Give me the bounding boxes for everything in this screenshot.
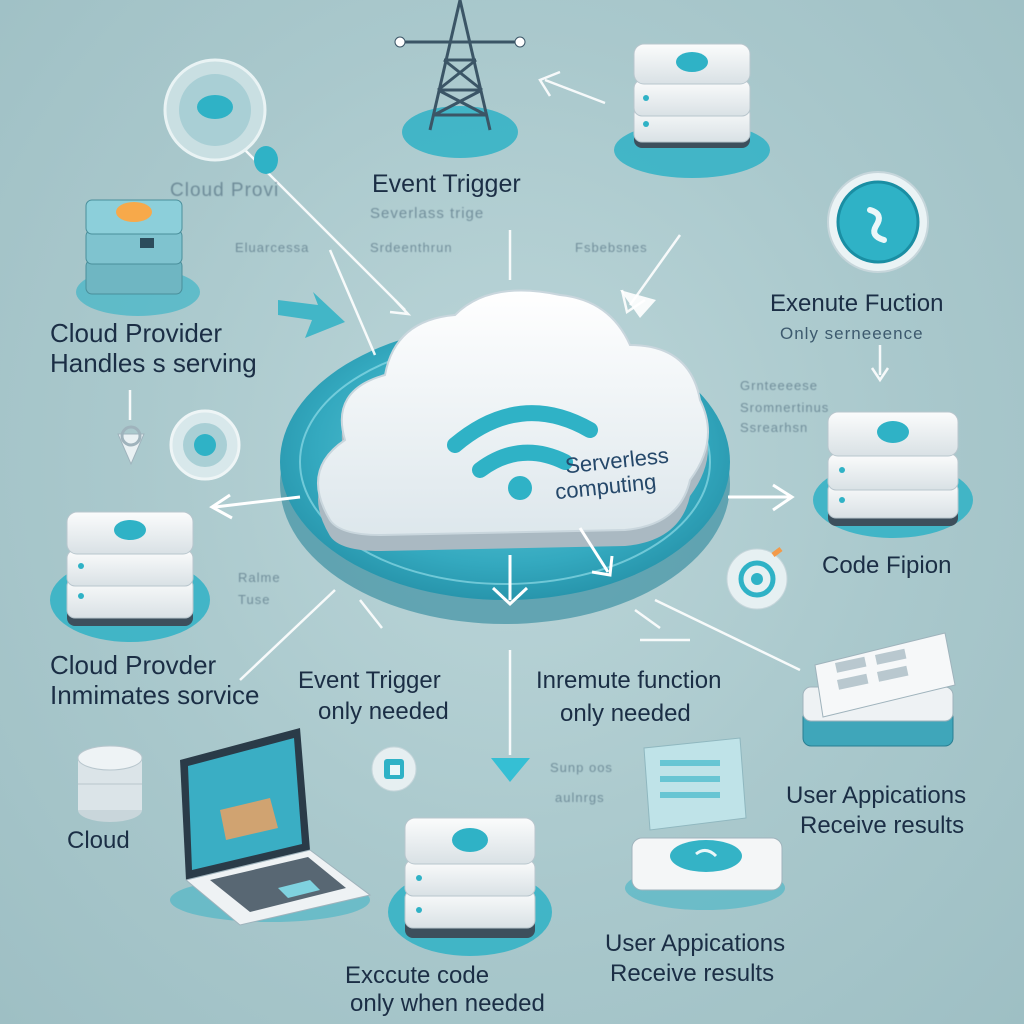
label-execute-function-1: Exenute Fuction [770,290,944,317]
server-stack-icon [76,199,200,316]
radio-tower-icon [394,0,526,158]
label-event-trigger-mid-2: only needed [318,698,449,725]
faint-text: Ssrearhsn [740,420,809,435]
label-user-apps-bottom-1: User Appications [605,930,786,957]
label-inmute-function-1: Inremute function [536,667,722,694]
gauge-icon [827,171,929,273]
laptop-icon [170,728,372,926]
faint-text: Srdeenthrun [370,240,453,255]
faint-text: Grnteeeese [740,378,818,393]
faint-text: Eluarcessa [235,240,310,255]
label-event-trigger-mid-1: Event Trigger [298,667,441,694]
server-stack-icon [50,511,210,642]
server-stack-icon [388,817,552,956]
server-stack-icon [614,43,770,178]
label-execute-code-1: Exccute code [345,962,490,989]
monitor-panel-icon [802,632,956,747]
faint-text: Fsbebsnes [575,240,648,255]
globe-icon [163,58,267,162]
label-execute-code-2: only when needed [350,990,545,1017]
faint-text: Cloud Provi [170,180,280,201]
faint-text: Sromnertinus [740,400,830,415]
faint-text: Sunp oos [550,760,613,775]
cylinder-icon [77,745,143,822]
connector-node-icon [254,146,278,174]
wifi-icon [447,405,598,500]
label-cloud: Cloud [67,827,130,854]
label-cloud-provider-intimates-2: Inmimates sorvice [50,680,260,710]
faint-text: Tuse [238,592,271,607]
faint-text: Severlass trige [370,205,485,222]
label-inmute-function-2: only needed [560,700,691,727]
lock-icon [117,425,145,466]
faint-text: Ralme [238,570,281,585]
label-user-apps-right-2: Receive results [800,812,965,839]
target-icon [169,409,241,481]
cube-icon [371,746,417,792]
label-cloud-provider-handles-2: Handles s serving [50,348,257,378]
flow-arrows [209,483,795,607]
faint-text: aulnrgs [555,790,605,805]
server-stack-icon [813,411,973,538]
label-user-apps-right-1: User Appications [786,782,967,809]
label-code-fipion: Code Fipion [822,552,952,579]
label-cloud-provider-intimates-1: Cloud Provder [50,650,217,680]
label-event-trigger-top: Event Trigger [372,170,521,198]
label-user-apps-bottom-2: Receive results [610,960,775,987]
gauge-icon [726,547,788,610]
label-cloud-provider-handles-1: Cloud Provider [50,318,222,348]
tablet-icon [625,737,785,910]
label-execute-function-2: Only serneeence [780,324,924,343]
